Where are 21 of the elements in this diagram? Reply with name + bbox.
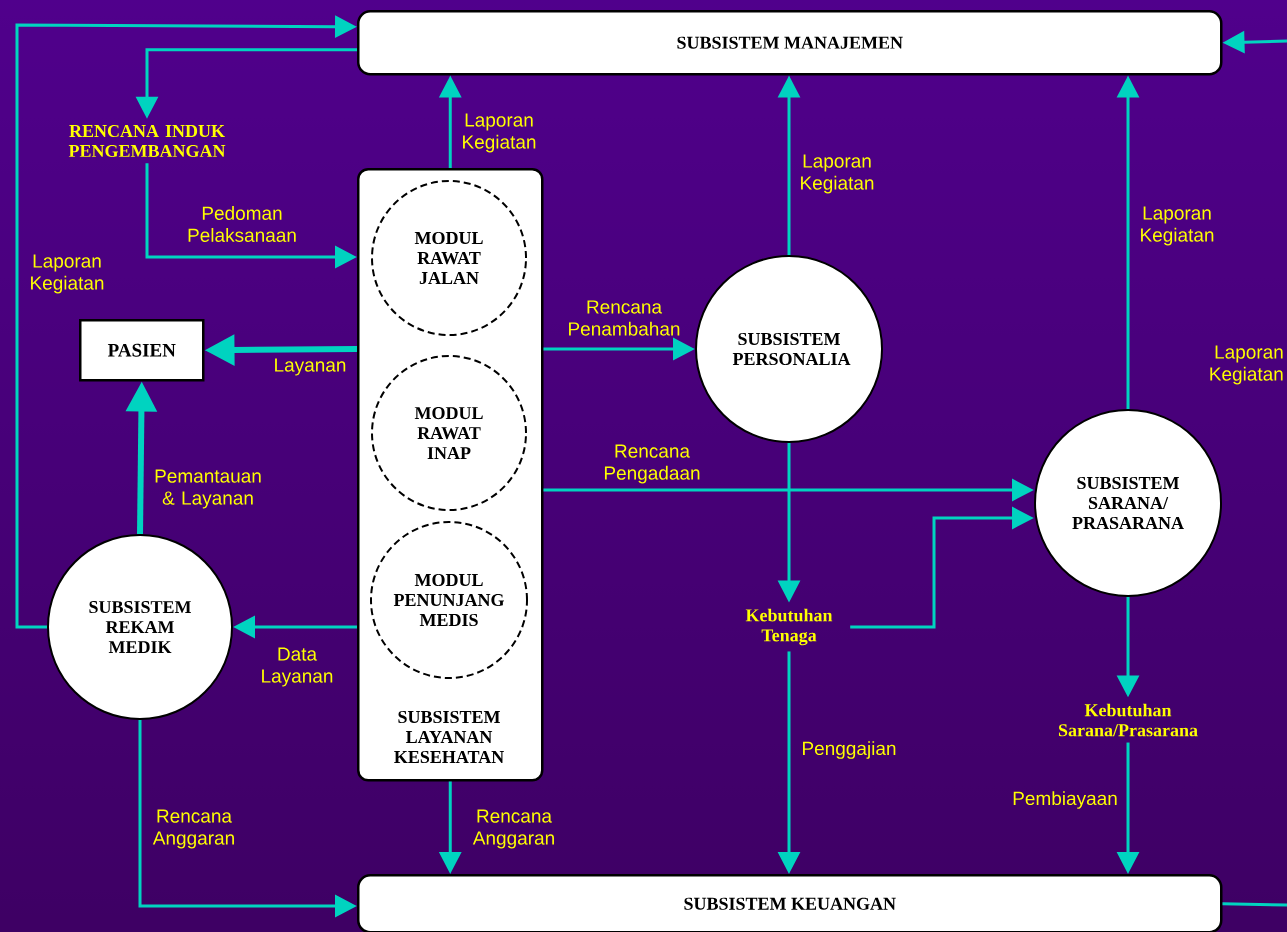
edge-label: Pedoman Pelaksanaan [188,206,296,242]
edge-label: Pemantauan & Layanan [155,469,261,509]
edge-label: Laporan Kegiatan [463,113,536,153]
store-label: RENCANA INDUK PENGEMBANGAN [68,124,226,158]
entity-box: PASIEN [79,319,205,382]
edge-label: Penggajian [803,741,896,759]
edge-label: Rencana Anggaran [152,809,234,849]
flow-label: Laporan Kegiatan [1210,345,1283,385]
edge-label: Pembiayaan [1013,791,1117,809]
edge-label: Laporan Kegiatan [801,154,874,194]
edge-label: Rencana Anggaran [472,809,554,849]
edge-label: Data Layanan [262,647,333,687]
store-label: Kebutuhan Sarana/Prasarana [1058,703,1198,737]
edge-label: Laporan Kegiatan [1141,206,1214,246]
edge-label: Rencana Pengadaan [604,444,700,484]
store-label: Kebutuhan Tenaga [745,608,833,646]
subsystem-box: SUBSISTEM KEUANGAN [357,874,1223,932]
subsystem-box: SUBSISTEM MANAJEMEN [357,10,1223,76]
edge-label: Rencana Penambahan [569,300,680,336]
edge-label: Layanan [275,358,346,376]
edge-label: Laporan Kegiatan [31,254,104,294]
